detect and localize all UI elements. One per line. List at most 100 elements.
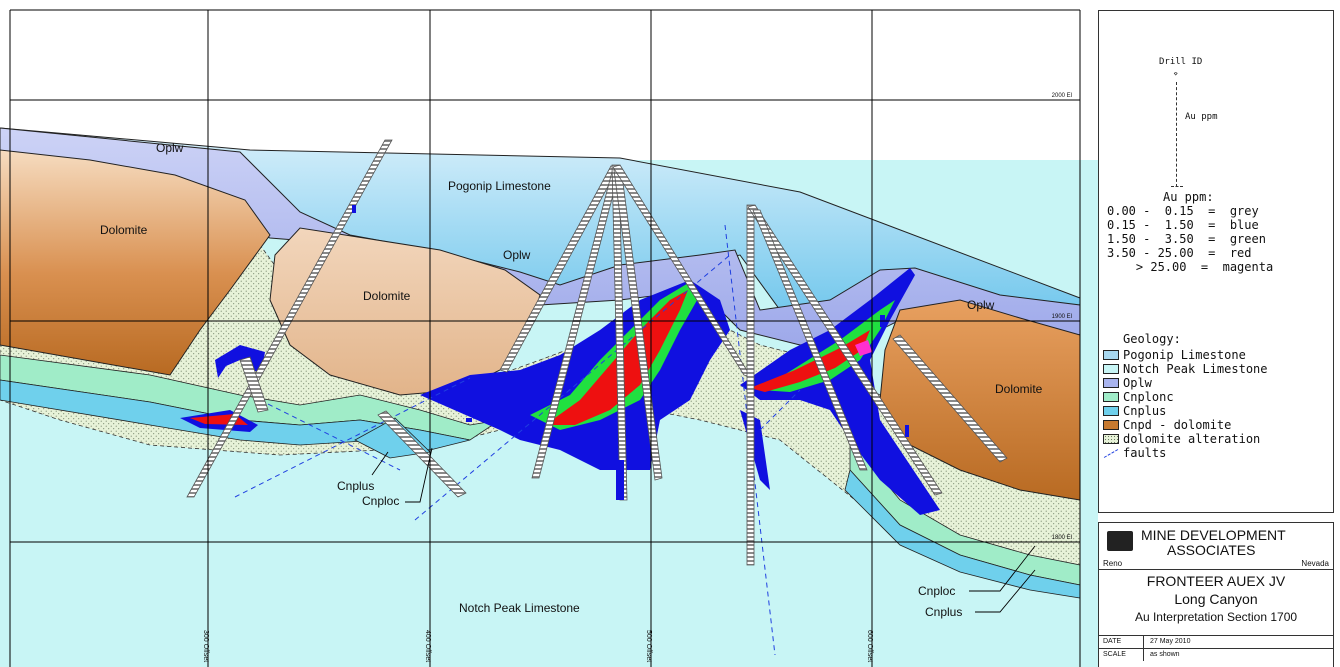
callout-cnplus: Cnplus	[925, 605, 962, 619]
drill-hole	[377, 410, 467, 498]
au-blue-envelope-right	[740, 268, 940, 515]
assay-tick	[466, 418, 472, 422]
geology-label: Pogonip Limestone	[1123, 347, 1246, 362]
offset-label-400: 400 Offset	[424, 630, 431, 662]
legend-panel: Drill ID ⌔ Au ppm Au ppm: 0.00 - 0.15 = …	[1098, 10, 1334, 513]
sky-area	[0, 0, 1098, 160]
offset-label-600: 600 Offset	[866, 630, 873, 662]
au-color: magenta	[1222, 259, 1274, 274]
project-name: FRONTEER AUEX JV	[1146, 573, 1286, 589]
unit-label-dolomite: Dolomite	[363, 289, 411, 303]
swatch-notch-peak	[1103, 364, 1119, 374]
offset-label-500: 500 Offset	[645, 630, 652, 662]
unit-label-dolomite: Dolomite	[995, 382, 1043, 396]
offset-label-300: 300 Offset	[202, 630, 209, 662]
fault-line	[234, 377, 471, 498]
unit-label-dolomite: Dolomite	[100, 223, 148, 237]
geology-row: Notch Peak Limestone	[1103, 362, 1268, 376]
drill-hole	[747, 204, 943, 496]
au-range-row: 1.50 - 3.50 = green	[1107, 232, 1273, 246]
swatch-cnpd-dolomite	[1103, 420, 1119, 430]
geology-label: Cnplonc	[1123, 389, 1174, 404]
company-name-line1: MINE DEVELOPMENT	[1141, 527, 1286, 543]
elevation-label-1800: 1800 El	[1052, 535, 1072, 541]
assay-tick	[905, 425, 909, 437]
callout-cnplus: Cnplus	[337, 479, 374, 493]
drill-hole	[186, 139, 393, 498]
au-ppm-axis-label: Au ppm	[1185, 112, 1218, 122]
geology-row: Pogonip Limestone	[1103, 348, 1268, 362]
geology-row: dolomite alteration	[1103, 432, 1268, 446]
company-city: Reno	[1103, 559, 1123, 568]
unit-label-notch-peak: Notch Peak Limestone	[459, 601, 580, 615]
date-label: DATE	[1099, 636, 1144, 648]
geology-key: Geology: Pogonip Limestone Notch Peak Li…	[1103, 333, 1268, 460]
dolomite-right-area	[879, 299, 1081, 501]
callout-cnploc: Cnploc	[362, 494, 399, 508]
unit-label-oplw: Oplw	[156, 141, 184, 155]
drill-trace-end	[1171, 186, 1183, 187]
au-range: 3.50 - 25.00	[1107, 245, 1194, 260]
au-range: 0.00 - 0.15	[1107, 203, 1194, 218]
au-color: blue	[1229, 217, 1259, 232]
drill-id-key: Drill ID ⌔ Au ppm	[1159, 56, 1218, 187]
date-row: DATE 27 May 2010	[1099, 635, 1333, 648]
unit-label-oplw: Oplw	[967, 298, 995, 312]
leader-line	[371, 451, 389, 476]
project-block: FRONTEER AUEX JV Long Canyon Au Interpre…	[1099, 569, 1333, 635]
elevation-label-2000: 2000 El	[1052, 93, 1072, 99]
swatch-pogonip	[1103, 350, 1119, 360]
au-range-row: 0.00 - 0.15 = grey	[1107, 204, 1273, 218]
swatch-cnplus	[1103, 406, 1119, 416]
fault-line	[759, 389, 801, 431]
au-equals: =	[1193, 203, 1230, 218]
scale-row: SCALE as shown	[1099, 648, 1333, 661]
au-magenta-spot	[855, 340, 872, 356]
au-ppm-key: Au ppm: 0.00 - 0.15 = grey 0.15 - 1.50 =…	[1107, 191, 1273, 274]
au-range-row: 0.15 - 1.50 = blue	[1107, 218, 1273, 232]
company-header: MINE DEVELOPMENT ASSOCIATES Reno Nevada	[1099, 523, 1333, 569]
leader-line	[405, 447, 433, 503]
company-state: Nevada	[1301, 559, 1329, 568]
au-equals: =	[1193, 245, 1230, 260]
fault-line	[259, 399, 401, 471]
au-equals: =	[1193, 217, 1230, 232]
au-ppm-title: Au ppm:	[1163, 190, 1214, 204]
swatch-cnplonc	[1103, 392, 1119, 402]
drill-hole	[746, 204, 755, 566]
geology-label: Notch Peak Limestone	[1123, 361, 1268, 376]
drill-hole	[892, 334, 1008, 463]
au-color: red	[1229, 245, 1252, 260]
scale-label: SCALE	[1099, 649, 1144, 661]
au-range-row: 3.50 - 25.00 = red	[1107, 246, 1273, 260]
au-equals: =	[1186, 259, 1223, 274]
drill-holes	[186, 139, 1008, 566]
geology-label: faults	[1123, 445, 1167, 460]
fault-line	[414, 254, 731, 521]
geologic-cross-section: 2000 El 1900 El 1800 El 300 Offset 400 O…	[0, 0, 1098, 667]
geology-title: Geology:	[1123, 332, 1181, 346]
drill-hole	[752, 209, 868, 471]
geology-label: Oplw	[1123, 375, 1152, 390]
au-red-envelope-right	[750, 330, 870, 392]
company-name-line2: ASSOCIATES	[1167, 542, 1256, 558]
au-color: grey	[1229, 203, 1259, 218]
geology-row: Oplw	[1103, 376, 1268, 390]
geology-label: Cnplus	[1123, 403, 1167, 418]
drill-collar-symbol: ⌔	[1173, 70, 1179, 80]
swatch-dolomite-alteration	[1103, 434, 1119, 444]
au-equals: =	[1193, 231, 1230, 246]
assay-tick	[616, 460, 624, 500]
section-grid	[9, 9, 1081, 667]
drill-trace-line	[1176, 82, 1178, 187]
drill-id-label: Drill ID	[1159, 57, 1203, 67]
geology-label: dolomite alteration	[1123, 431, 1261, 446]
au-range: 0.15 - 1.50	[1107, 217, 1194, 232]
callout-leaders	[371, 447, 1036, 613]
area-name: Long Canyon	[1174, 591, 1258, 607]
leader-line	[969, 545, 1036, 592]
unit-label-pogonip: Pogonip Limestone	[448, 179, 551, 193]
geology-row: faults	[1103, 446, 1268, 460]
geology-row: Cnplus	[1103, 404, 1268, 418]
fault-symbol	[1103, 448, 1119, 458]
